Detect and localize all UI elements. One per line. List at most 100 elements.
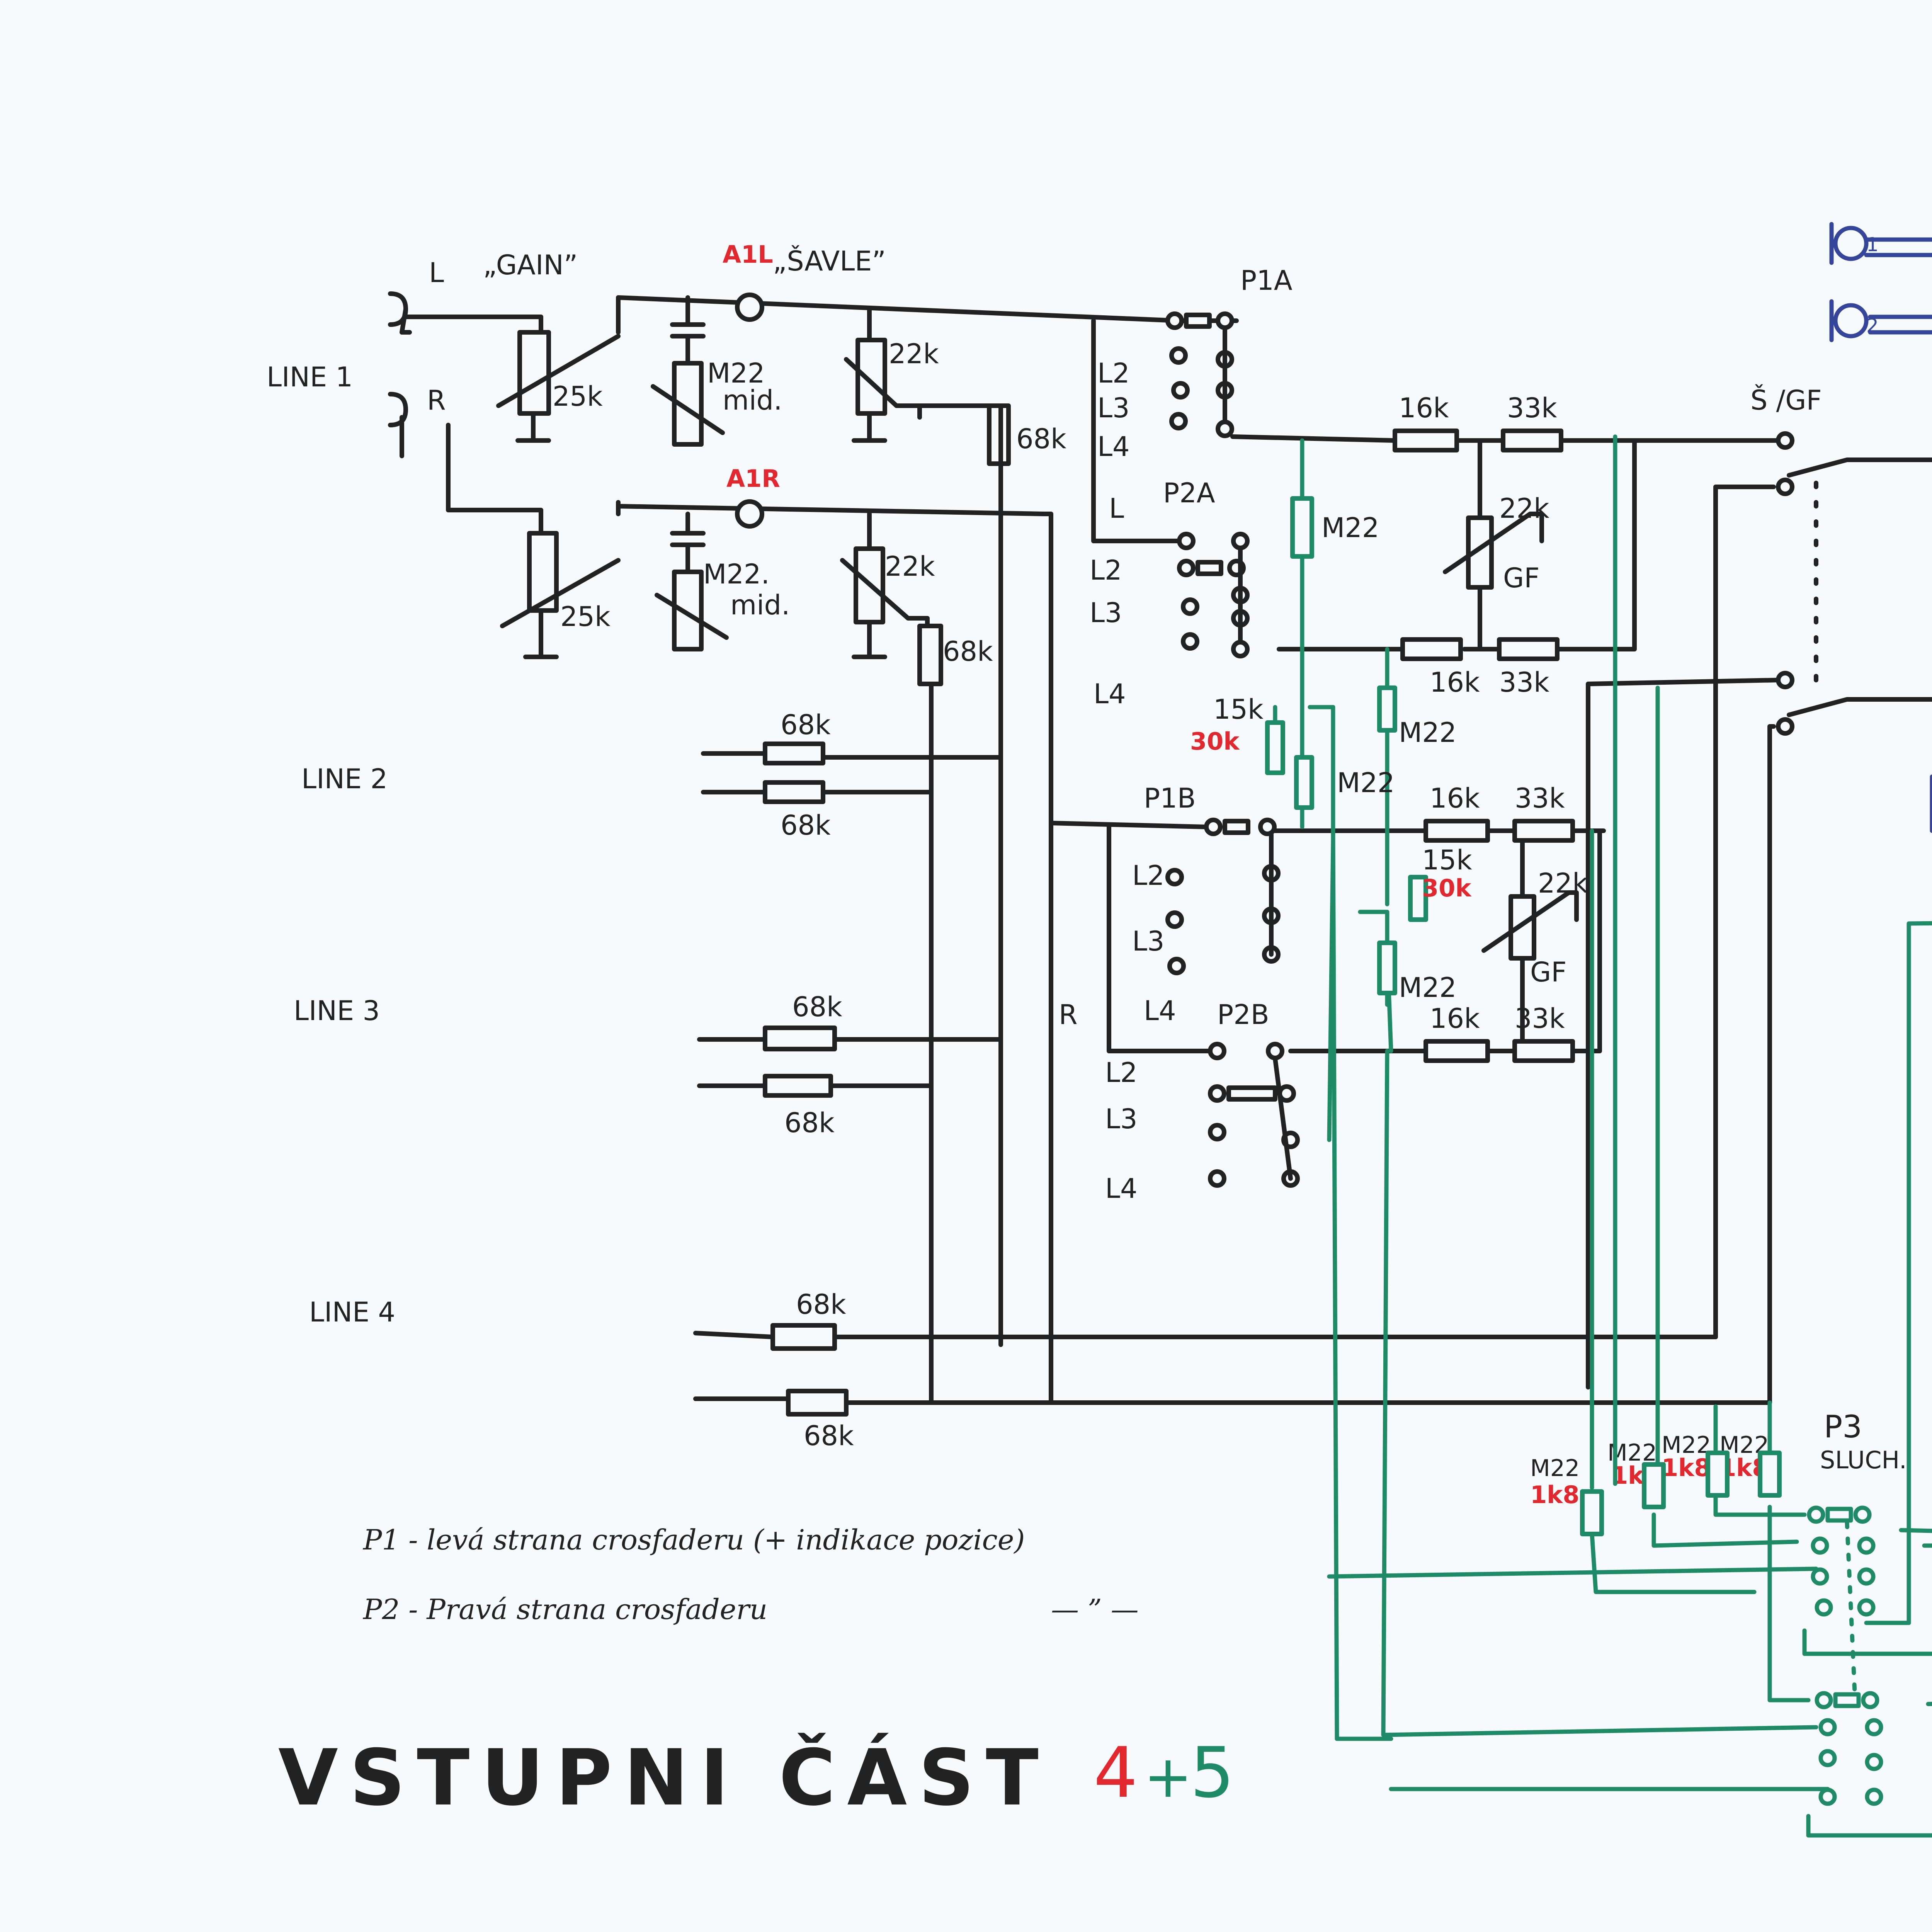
- wire-68k-l: [898, 403, 1003, 1347]
- output-divider: M1 M1 39k 39k 4k7 4k7 3k3 3k3: [1906, 921, 1932, 1625]
- p3-sel3-red: 1k8: [1662, 1454, 1711, 1482]
- pot-gain-r-wiper: [500, 558, 621, 659]
- res-line3-bottom: [763, 1074, 833, 1098]
- res-33k-b-value: 33k: [1499, 667, 1549, 698]
- res-line2-bottom: [763, 780, 825, 804]
- res-16k-b-value: 16k: [1430, 667, 1480, 698]
- pot-mid-r-arrow: [655, 593, 729, 640]
- switch-p3[interactable]: [1807, 1505, 1883, 1806]
- res-33k-d: [1512, 1039, 1575, 1063]
- res-16k-d-value: 16k: [1430, 1003, 1480, 1034]
- p2b-pos-l2: L2: [1105, 1057, 1138, 1088]
- mic2-icon: [1829, 299, 1869, 342]
- pot-gf-bottom-wiper: [1481, 890, 1579, 953]
- pot-savle-r: [854, 546, 885, 624]
- wire-line2: [701, 751, 1003, 794]
- p3-sel1-red: 1k8: [1530, 1481, 1580, 1509]
- mic1-number: 1: [1866, 233, 1879, 256]
- p2a-pos-l3: L3: [1090, 597, 1122, 629]
- res-sel1: [1580, 1489, 1604, 1536]
- pot-mid-l-arrow: [651, 384, 725, 435]
- res-16k-a: [1393, 429, 1459, 452]
- headphone-section: M22 1k8 M22 1k8 M22 1k8 M22 1k8 P3 SLUCH…: [1327, 434, 1932, 1838]
- switch-p2a[interactable]: [1177, 532, 1250, 658]
- p1a-pos-l4: L4: [1097, 431, 1130, 463]
- res-line2-bottom-value: 68k: [781, 810, 831, 841]
- wire-p1a-bus: [1091, 318, 1185, 543]
- res-line2-top: [763, 742, 825, 765]
- wire-line3: [697, 1037, 1003, 1088]
- line2-label: LINE 2: [301, 763, 388, 795]
- ch-r-label: R: [1059, 999, 1078, 1031]
- res-16k-a-value: 16k: [1399, 392, 1449, 424]
- line1-section: LINE 1 L R „GAIN” A1L „ŠAVLE” 25k M22 mi…: [267, 240, 1239, 1405]
- line1-l-label: L: [429, 257, 444, 289]
- pot-savle-l-value: 22k: [889, 338, 939, 370]
- crossfader-switches: P1A P2A P1B P2B L R L2 L3 L4 L2 L3 L4 L2…: [1049, 265, 1300, 1204]
- res-line3-top-value: 68k: [792, 991, 842, 1023]
- wire-green-network: [1273, 438, 1393, 1741]
- wire-p3-green-a: [1590, 434, 1811, 1702]
- wire-p1b-bus: [1049, 821, 1219, 1053]
- res-m22-c: [1377, 685, 1397, 733]
- p1a-pos-l2: L2: [1097, 357, 1130, 389]
- res-33k-d-value: 33k: [1515, 1003, 1565, 1034]
- res-line2-top-value: 68k: [781, 709, 831, 741]
- res-33k-c: [1512, 819, 1575, 843]
- a1l-meter-icon: [735, 293, 764, 322]
- a1l-label: A1L: [723, 240, 773, 269]
- res-68k-l-value: 68k: [1016, 423, 1066, 455]
- gf-top-label: GF: [1503, 562, 1540, 594]
- switch-p1a[interactable]: [1165, 311, 1234, 438]
- res-m22-d: [1377, 940, 1397, 995]
- wire-line4: [693, 1331, 1772, 1405]
- res-16k-c: [1423, 819, 1490, 843]
- a1r-label: A1R: [726, 464, 780, 493]
- note-p1: P1 - levá strana crosfaderu (+ indikace …: [362, 1524, 1025, 1556]
- page-title: VSTUPNI ČÁST 4 + 5: [278, 1733, 1235, 1823]
- mic-section: 1 2 P2, KZ P2, KZ L R 68k 68k P2, KZ, LI…: [1829, 222, 1932, 833]
- p3-label: P3: [1824, 1409, 1862, 1445]
- res-68k-r-value: 68k: [943, 636, 993, 667]
- jack-l-icon: [388, 291, 412, 335]
- switch-p2b[interactable]: [1208, 1042, 1300, 1188]
- pot-gf-bottom: [1509, 894, 1536, 961]
- res-15k-b: [1408, 875, 1428, 922]
- p2a-pos-l4: L4: [1094, 678, 1126, 710]
- res-line4-bottom: [786, 1389, 849, 1417]
- p1b-pos-l3: L3: [1132, 925, 1165, 957]
- wire-filter-top: [1230, 434, 1787, 651]
- ch-l-label: L: [1109, 493, 1124, 524]
- pot-savle-r-wiper: [840, 512, 930, 659]
- title-main: VSTUPNI ČÁST: [278, 1733, 1050, 1823]
- savle-label: „ŠAVLE”: [773, 245, 886, 277]
- pot-savle-r-value: 22k: [885, 551, 935, 582]
- p1b-pos-l4: L4: [1144, 995, 1176, 1027]
- res-line4-top-value: 68k: [796, 1289, 846, 1320]
- pot-gf-bottom-value: 22k: [1538, 867, 1588, 899]
- jack-r-icon: [388, 392, 408, 458]
- res-m22-a-value: M22: [1321, 512, 1379, 544]
- res-line4-bottom-value: 68k: [804, 1420, 854, 1452]
- wire-line1-r: [446, 423, 1053, 1405]
- mid-r-label: mid.: [730, 589, 790, 621]
- line3-label: LINE 3: [294, 995, 380, 1027]
- res-sel3: [1706, 1451, 1730, 1498]
- pot-gf-top-wiper: [1443, 512, 1544, 574]
- pot-gain-l-value: 25k: [553, 381, 603, 412]
- p2a-label: P2A: [1163, 477, 1215, 509]
- pot-gain-l-wiper: [496, 334, 621, 443]
- res-16k-c-value: 16k: [1430, 782, 1480, 814]
- res-16k-b: [1400, 637, 1463, 661]
- pot-savle-l-wiper: [844, 307, 922, 443]
- p1a-pos-l3: L3: [1097, 392, 1130, 424]
- wire-sgf-returns: [1586, 485, 1780, 1405]
- switch-p1b[interactable]: [1165, 818, 1281, 975]
- switch-sgf[interactable]: [1776, 431, 1932, 736]
- title-suffix-red: 4: [1094, 1733, 1150, 1813]
- wire-divider: [1906, 921, 1932, 1625]
- res-33k-a-value: 33k: [1507, 392, 1557, 424]
- notes: P1 - levá strana crosfaderu (+ indikace …: [362, 1524, 1139, 1626]
- m22-mid-r: M22.: [703, 558, 770, 590]
- p3-sub-label: SLUCH.: [1820, 1446, 1907, 1474]
